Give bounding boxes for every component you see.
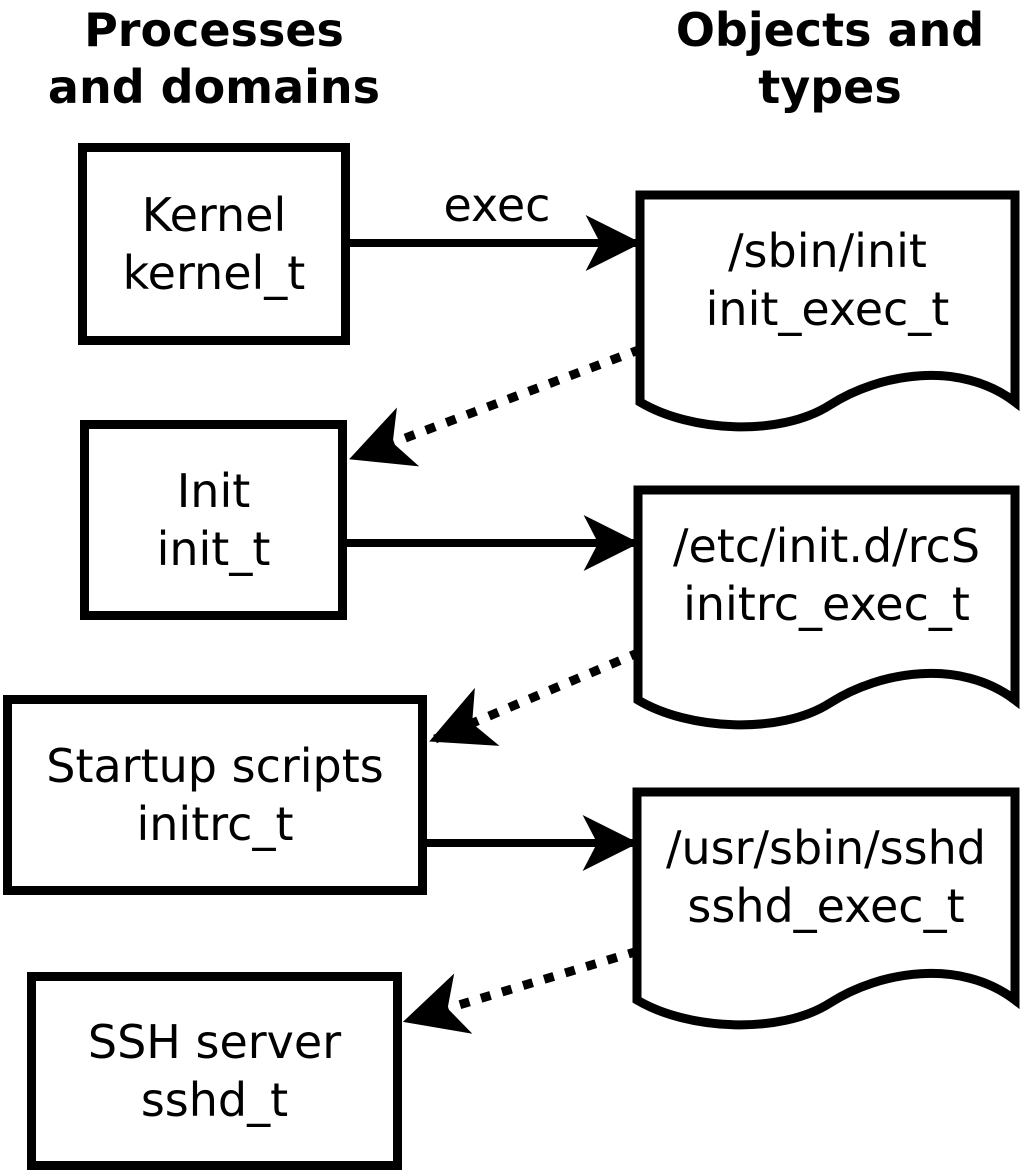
process-box-startup-scripts: Startup scripts initrc_t bbox=[3, 695, 427, 895]
document-shape-usr-sbin-sshd bbox=[632, 787, 1020, 1030]
process-name: Startup scripts bbox=[46, 739, 384, 793]
left-column-header: Processes and domains bbox=[24, 2, 404, 116]
document-shape-sbin-init bbox=[635, 190, 1020, 432]
right-column-header: Objects and types bbox=[640, 2, 1020, 116]
process-domain: sshd_t bbox=[140, 1073, 289, 1127]
exec-arrow-label: exec bbox=[443, 178, 551, 232]
process-domain: initrc_t bbox=[136, 797, 294, 851]
process-name: Kernel bbox=[141, 188, 287, 242]
right-column-header-line1: Objects and bbox=[675, 3, 985, 57]
transition-arrow-initrc-exec-to-initrc-t bbox=[429, 647, 642, 746]
right-column-header-line2: types bbox=[758, 60, 902, 114]
transition-arrow-init-exec-to-init-t bbox=[349, 344, 643, 467]
left-column-header-line1: Processes bbox=[84, 3, 344, 57]
left-column-header-line2: and domains bbox=[47, 60, 381, 114]
process-box-kernel: Kernel kernel_t bbox=[78, 143, 350, 345]
process-domain: init_t bbox=[156, 522, 271, 576]
process-name: Init bbox=[176, 464, 251, 518]
process-name: SSH server bbox=[87, 1015, 342, 1069]
transition-arrow-sshd-exec-to-sshd-t bbox=[402, 946, 640, 1034]
process-box-ssh-server: SSH server sshd_t bbox=[27, 972, 402, 1170]
process-domain: kernel_t bbox=[122, 246, 306, 300]
document-shape-etc-initd-rcs bbox=[633, 485, 1020, 730]
process-box-init: Init init_t bbox=[80, 420, 347, 620]
